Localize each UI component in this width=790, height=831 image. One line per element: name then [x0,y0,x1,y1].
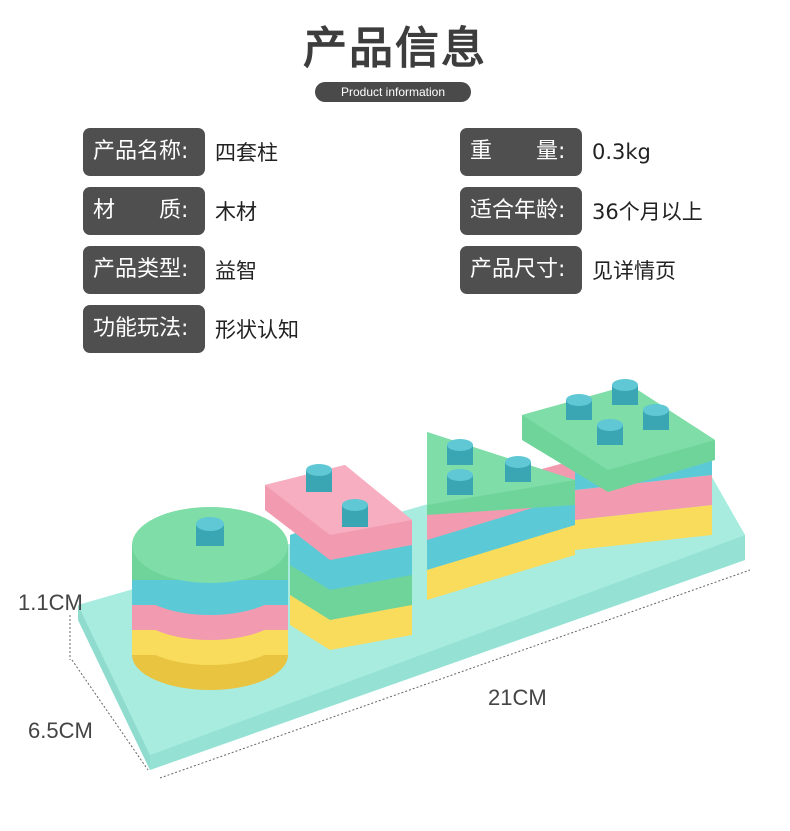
spec-value: 形状认知 [215,318,299,342]
spec-row-function: 功能玩法: 形状认知 [83,305,299,353]
dimension-lines [69,569,751,779]
spec-row-weight: 重 量: 0.3kg [460,128,651,176]
spec-value: 益智 [215,259,257,283]
spec-value: 36个月以上 [592,200,703,224]
spec-label: 产品尺寸: [460,246,582,294]
spec-label: 材 质: [83,187,205,235]
spec-value: 四套柱 [215,141,278,165]
page-title: 产品信息 [303,23,487,74]
spec-row-material: 材 质: 木材 [83,187,257,235]
spec-value: 见详情页 [592,259,676,283]
dimension-width-label: 6.5CM [28,718,93,743]
dimension-length-label: 21CM [488,685,547,710]
spec-row-type: 产品类型: 益智 [83,246,257,294]
spec-row-size: 产品尺寸: 见详情页 [460,246,676,294]
spec-label: 适合年龄: [460,187,582,235]
circle-stack [132,507,288,690]
spec-label: 重 量: [460,128,582,176]
triangle-stack [427,432,575,600]
spec-label: 产品名称: [83,128,205,176]
spec-row-age: 适合年龄: 36个月以上 [460,187,703,235]
spec-value: 木材 [215,200,257,224]
spec-value: 0.3kg [592,140,651,164]
spec-label: 产品类型: [83,246,205,294]
spec-row-name: 产品名称: 四套柱 [83,128,278,176]
spec-label: 功能玩法: [83,305,205,353]
rectangle-stack [265,464,412,650]
dimension-height-label: 1.1CM [18,590,83,615]
square-stack [522,379,715,550]
page-subtitle-badge: Product information [315,82,471,102]
